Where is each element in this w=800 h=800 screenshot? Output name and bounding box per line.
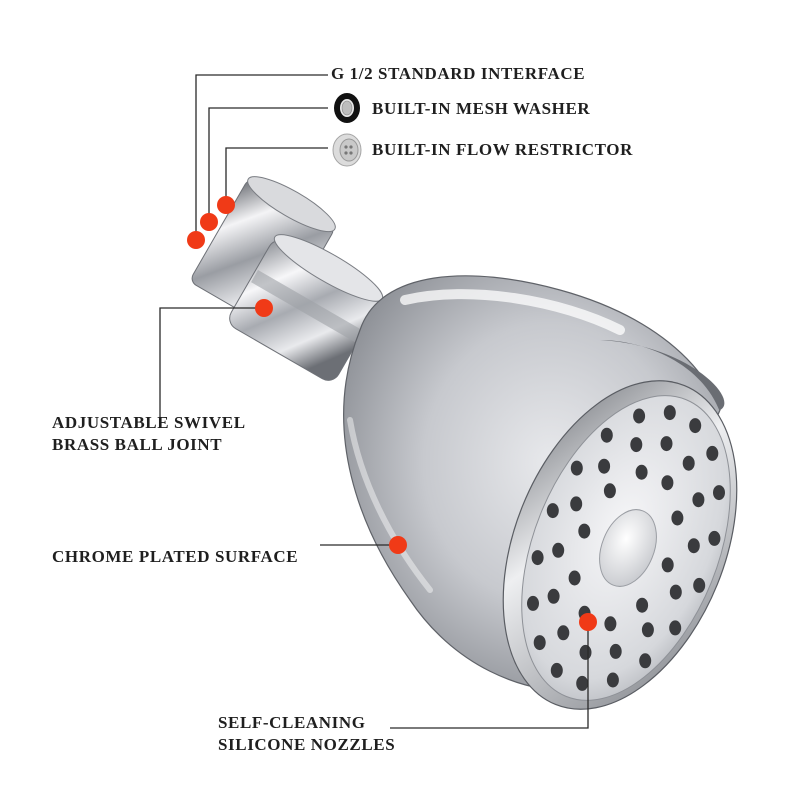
nozzle: [682, 455, 695, 471]
marker-washer: [200, 213, 218, 231]
nozzle: [546, 503, 559, 519]
nozzle: [660, 436, 673, 452]
label-interface: G 1/2 STANDARD INTERFACE: [331, 64, 586, 83]
nozzle: [600, 427, 613, 443]
nozzle: [669, 584, 682, 600]
nozzle: [639, 653, 652, 669]
nozzle: [533, 635, 546, 651]
leader-lines: [159, 74, 589, 729]
nozzle: [669, 620, 682, 636]
nozzle: [531, 550, 544, 566]
nozzle: [630, 437, 643, 453]
nozzle: [708, 530, 721, 546]
marker-swivel: [255, 299, 273, 317]
label-chrome-surface: CHROME PLATED SURFACE: [52, 547, 299, 566]
nozzle: [609, 643, 622, 659]
face-rim: [600, 340, 725, 412]
label-flow-restrictor: BUILT-IN FLOW RESTRICTOR: [372, 140, 633, 159]
nozzle: [547, 588, 560, 604]
label-nozzles-line1: SELF-CLEANING: [218, 713, 366, 732]
label-mesh-washer: BUILT-IN MESH WASHER: [372, 99, 591, 118]
leader-nozzles: [390, 622, 589, 729]
spray-face-center: [599, 509, 657, 587]
nozzle: [692, 492, 705, 508]
nozzle: [689, 418, 702, 434]
nozzle: [527, 595, 539, 611]
callout-markers: [187, 196, 597, 631]
nozzle: [568, 570, 581, 586]
showerhead: [191, 176, 738, 710]
nozzle: [570, 496, 583, 512]
nozzle: [636, 597, 649, 613]
leader-interface: [195, 74, 328, 240]
mesh-washer-icon: [334, 93, 360, 123]
nozzle: [578, 523, 591, 539]
leader-washer: [208, 107, 328, 222]
marker-chrome: [389, 536, 407, 554]
flow-restrictor-icon: [332, 133, 362, 167]
nozzle: [603, 483, 616, 499]
nozzle: [579, 644, 592, 660]
ball-joint-collar: [229, 234, 384, 381]
leader-restrictor: [225, 147, 328, 205]
leader-swivel: [159, 307, 264, 420]
marker-nozzles: [579, 613, 597, 631]
label-swivel: ADJUSTABLE SWIVEL BRASS BALL JOINT: [52, 412, 246, 456]
label-nozzles-line2: SILICONE NOZZLES: [218, 735, 396, 754]
label-swivel-line2: BRASS BALL JOINT: [52, 435, 223, 454]
nozzle: [606, 672, 619, 688]
nozzle: [598, 458, 611, 474]
nozzle: [570, 460, 583, 476]
nozzle: [604, 616, 617, 632]
nozzle: [552, 542, 565, 558]
nozzle: [693, 577, 706, 593]
nozzle: [641, 622, 654, 638]
marker-restrictor: [217, 196, 235, 214]
nozzle: [671, 510, 684, 526]
nozzle: [687, 538, 700, 554]
nozzle: [635, 464, 648, 480]
nozzle: [713, 485, 725, 501]
label-swivel-line1: ADJUSTABLE SWIVEL: [52, 413, 246, 432]
nozzle: [661, 557, 674, 573]
marker-interface: [187, 231, 205, 249]
nozzle: [661, 475, 674, 491]
nozzle: [557, 625, 570, 641]
nozzle: [576, 675, 589, 691]
nozzle: [550, 662, 563, 678]
nozzle: [663, 405, 676, 421]
nozzle: [706, 445, 719, 461]
nozzle: [633, 408, 646, 424]
label-nozzles: SELF-CLEANING SILICONE NOZZLES: [218, 712, 395, 756]
